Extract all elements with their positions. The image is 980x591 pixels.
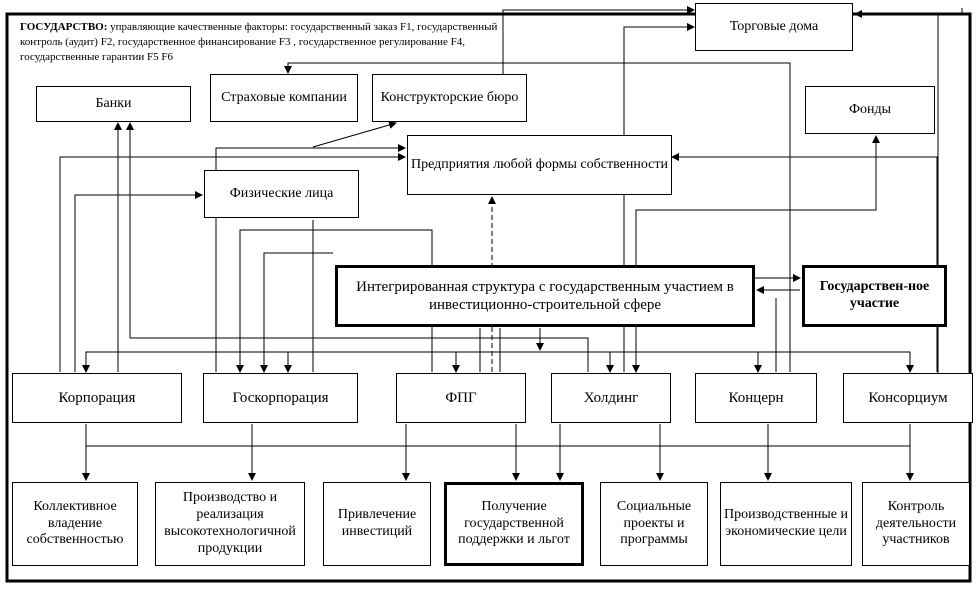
goal-economic: Производственные и экономические цели — [720, 482, 852, 566]
box-holding: Холдинг — [551, 373, 671, 423]
box-concern: Концерн — [695, 373, 817, 423]
state-header: ГОСУДАРСТВО: управляющие качественные фа… — [20, 20, 510, 65]
box-consortium: Консорциум — [843, 373, 973, 423]
goal-hightech: Производство и реализация высокотехнолог… — [155, 482, 305, 566]
box-individuals: Физические лица — [204, 170, 359, 218]
box-trade-houses: Торговые дома — [695, 3, 853, 51]
goal-collective: Коллективное владение собственностью — [12, 482, 138, 566]
box-insurance: Страховые компании — [210, 74, 358, 122]
box-integrated-structure: Интегрированная структура с государствен… — [335, 265, 755, 327]
goal-control: Контроль деятельности участников — [862, 482, 970, 566]
box-enterprises: Предприятия любой формы собственности — [407, 135, 672, 195]
box-funds: Фонды — [805, 86, 935, 134]
box-state-participation: Государствен-ное участие — [802, 265, 947, 327]
state-header-title: ГОСУДАРСТВО: — [20, 21, 108, 33]
state-header-text: управляющие качественные факторы: госуда… — [20, 21, 498, 63]
goal-investments: Привлечение инвестиций — [323, 482, 431, 566]
box-design-bureau: Конструкторские бюро — [372, 74, 527, 122]
box-banks: Банки — [36, 86, 191, 122]
box-corporation: Корпорация — [12, 373, 182, 423]
box-state-corporation: Госкорпорация — [203, 373, 358, 423]
goal-social: Социальные проекты и программы — [600, 482, 708, 566]
box-fig: ФПГ — [396, 373, 526, 423]
outer-frame — [5, 12, 972, 583]
goal-state-support: Получение государственной поддержки и ль… — [444, 482, 584, 566]
